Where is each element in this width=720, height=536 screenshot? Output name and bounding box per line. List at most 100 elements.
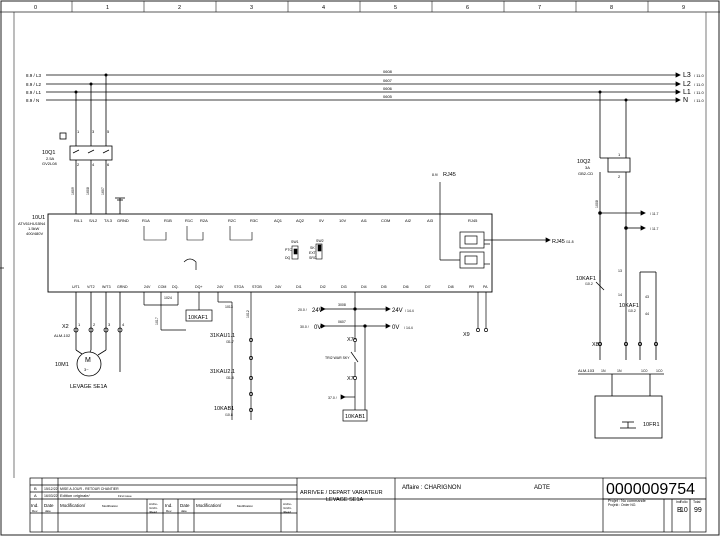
- vfd-terminal-label: DQ-: [172, 285, 179, 289]
- total-value: 99: [694, 507, 702, 514]
- vfd-terminal-label: R3C: [250, 218, 258, 223]
- vfd-terminal-label: 24V: [144, 285, 151, 289]
- terminal-tag: X7: [347, 337, 354, 343]
- header-date-sub: date: [181, 509, 187, 513]
- contact-tag: 31KAU2.1: [210, 369, 235, 375]
- contact-tag: 10KAF1: [576, 276, 596, 282]
- sensor-tag: 10FR1: [643, 422, 660, 428]
- header-modification: Modification/: [196, 503, 222, 508]
- bus-right-ref: / 11.0: [694, 82, 704, 87]
- vfd-output-coils-text: 10KAF1 31KAU1.1 /31.7 31KAU2.1 /31.8 10K…: [155, 296, 250, 417]
- bus-left-label: 8.9 / L3: [26, 73, 42, 78]
- folio-value: 10: [680, 507, 688, 514]
- supply-label: 24V: [392, 308, 403, 314]
- projet-label: Projet : No commande: [608, 499, 646, 503]
- bus-left-label: 8.9 / L2: [26, 82, 42, 87]
- vfd-switches: [291, 243, 323, 260]
- contact-tag: 10KAF1: [619, 303, 639, 309]
- vfd-terminal-label: AQ2: [296, 218, 305, 223]
- motor-pin: 4: [122, 322, 125, 327]
- bus-right-label: L2: [683, 81, 691, 88]
- vfd-terminal-label: DI3: [341, 285, 347, 289]
- vfd-terminal-label: W/T3: [102, 285, 111, 289]
- rev-text: MISE A JOUR - RETOUR CHANTIER: [60, 487, 119, 491]
- breaker-pin: 3: [92, 129, 95, 134]
- vfd-terminal-label: DI5: [381, 285, 387, 289]
- vfd-relay-contacts: [143, 226, 253, 241]
- breaker-spec: GV2L08: [42, 161, 57, 166]
- wire-number: 1013: [225, 305, 233, 309]
- vfd-body: [47, 213, 493, 293]
- vfd-terminal-label: GRND: [117, 218, 129, 223]
- breaker-pin: 1: [618, 152, 621, 157]
- vfd-terminal-label: 10V: [339, 218, 346, 223]
- breaker-pin: 6: [107, 162, 110, 167]
- terminal-tag: X8: [592, 342, 599, 348]
- vfd-terminal-label: DI6: [403, 285, 409, 289]
- contact-ref: /10.2: [628, 309, 636, 313]
- breaker-pin: 2: [618, 174, 621, 179]
- wire-number: 1024: [164, 296, 172, 300]
- wire-number: 1608: [86, 187, 90, 195]
- vfd-terminal-label: AQ1: [274, 218, 283, 223]
- vfd-terminal-label: AI1: [361, 218, 368, 223]
- affaire-label: Affaire : CHARIGNON: [402, 485, 461, 491]
- supply-ref: / 14.4: [405, 309, 414, 313]
- motor-phase: 3~: [84, 367, 89, 372]
- ind-label: Ind.: [676, 500, 682, 504]
- header-arch: Arché-: [149, 502, 158, 506]
- motor-pin: 2: [93, 322, 96, 327]
- drawing-title: ARRIVEE / DEPART VARIATEUR: [300, 490, 383, 496]
- column-number: 9: [682, 5, 685, 11]
- breaker-spec: 3A: [585, 165, 590, 170]
- vfd-terminal-label: DI7: [425, 285, 431, 289]
- document-number: 0000009754: [606, 481, 695, 498]
- switch-label: SW1: [291, 240, 299, 244]
- switch-label: PTC: [285, 248, 292, 252]
- bus-labels: 8.9 / L3 8.9 / L2 8.9 / L1 8.9 / N 0608 …: [26, 69, 704, 104]
- contact-pin: 43: [645, 295, 649, 299]
- right-ref: / 11.7: [650, 227, 659, 231]
- vfd-terminal-label: S/L2: [89, 218, 98, 223]
- header-ind-sub: Rev.: [166, 509, 172, 513]
- vfd-terminal-label: R1C: [185, 218, 193, 223]
- coil-tag: 10KAB1: [345, 414, 365, 420]
- breaker-10q2-text: 10Q2 3A GB2-CD 1 2 / 11.7 / 11.7 1008 10…: [576, 152, 662, 428]
- column-number: 0: [34, 5, 37, 11]
- rj45-label: RJ45: [443, 172, 456, 178]
- column-number: 8: [610, 5, 613, 11]
- vfd-terminal-label: GRND: [117, 285, 128, 289]
- supply-ref: 30.0 /: [300, 325, 309, 329]
- rev-text: Edition originale/: [60, 493, 90, 498]
- vfd-terminal-label: PA: [483, 285, 488, 289]
- folio-label: Folio: [680, 500, 688, 504]
- bus-right-label: L3: [683, 72, 691, 79]
- bus-wire-number: 0606: [383, 86, 393, 91]
- motor-cable: ALM-102: [54, 333, 71, 338]
- rj45-ref: 8.9/: [432, 173, 438, 177]
- vfd-terminal-label: RJ45: [468, 218, 478, 223]
- contact-tag: 31KAU1.1: [210, 333, 235, 339]
- supply-label: 24V: [312, 308, 323, 314]
- contact-pin: 14: [618, 293, 622, 297]
- rev-ind: A: [34, 493, 37, 498]
- vfd-terminal-label: DI2: [320, 285, 326, 289]
- vfd-terminal-label: STOA: [234, 285, 244, 289]
- bus-wire-number: 0605: [383, 94, 393, 99]
- header-arch: /Archi-: [283, 506, 292, 510]
- header-arch: /Archi-: [149, 506, 158, 510]
- breaker-spec: 2.5A: [46, 156, 55, 161]
- breaker-pin: 4: [92, 162, 95, 167]
- breaker-tag: 10Q1: [42, 150, 55, 156]
- vfd-terminal-label: R2C: [228, 218, 236, 223]
- header-ind: Ind.: [165, 503, 173, 508]
- breaker-10q1: [59, 75, 125, 214]
- column-number: 5: [394, 5, 397, 11]
- switch-label: EXT: [309, 251, 317, 255]
- supply-circuit: [320, 292, 488, 422]
- bus-right-ref: / 11.0: [694, 98, 704, 103]
- supply-ref: 37.0 /: [328, 396, 337, 400]
- supply-label: 0V: [314, 325, 321, 331]
- vfd-spec: ATV61HU15N4: [18, 221, 46, 226]
- vfd-terminal-label: R1B: [164, 218, 172, 223]
